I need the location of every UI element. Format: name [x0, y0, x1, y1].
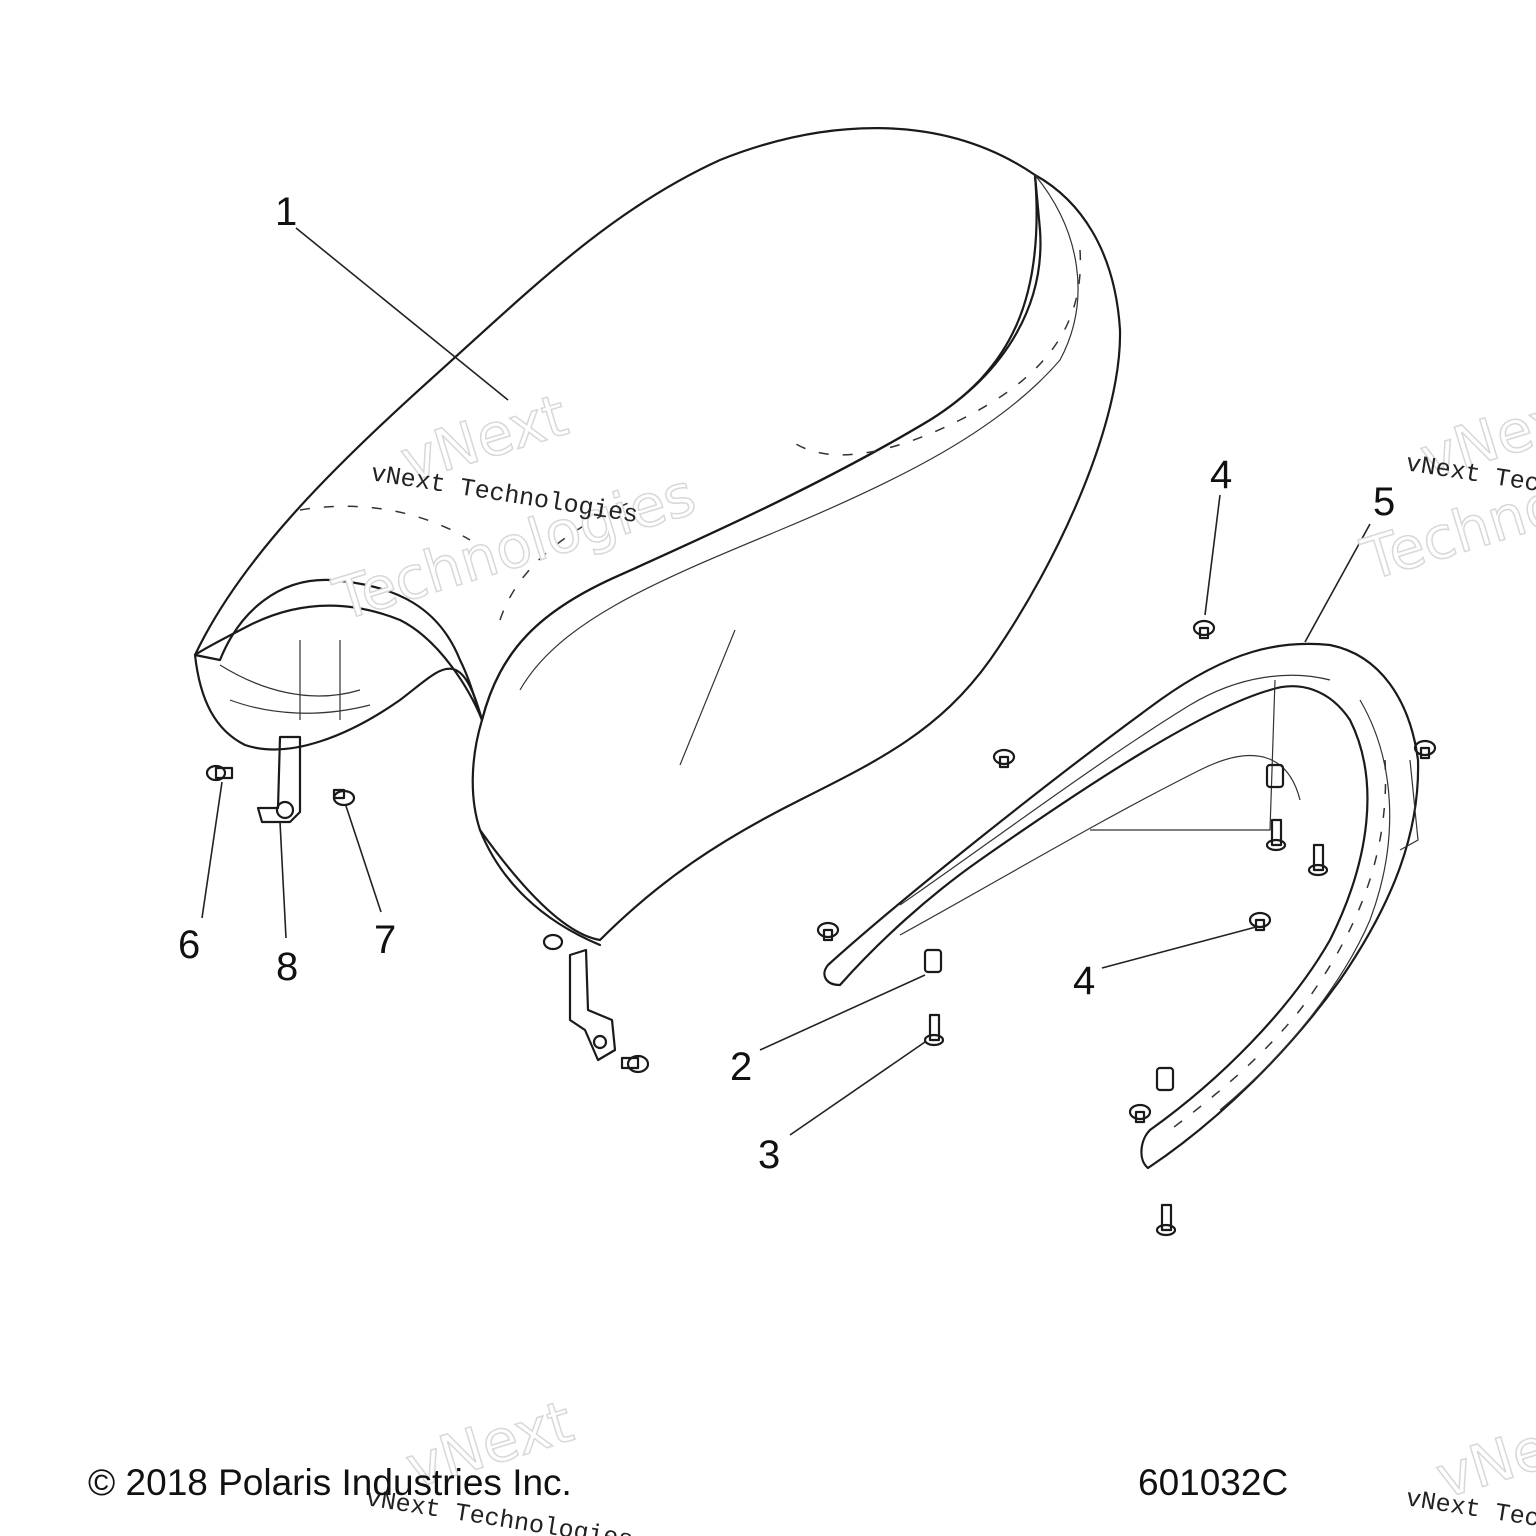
callout-7: 7 [374, 918, 396, 962]
callout-8: 8 [276, 945, 298, 989]
callout-labels: 1 2 3 4 4 5 6 7 8 [178, 190, 1395, 1177]
leader-lines [201, 227, 1371, 1136]
callout-6: 6 [178, 923, 200, 967]
hardware [205, 619, 1437, 1237]
bolts-3 [923, 818, 1329, 1237]
lower-bracket [542, 933, 650, 1074]
callout-5: 5 [1373, 480, 1395, 524]
screw-7 [332, 788, 356, 807]
rivets-4 [816, 619, 1437, 1124]
callout-3: 3 [758, 1133, 780, 1177]
callout-4-top: 4 [1210, 453, 1232, 497]
copyright-text: © 2018 Polaris Industries Inc. [88, 1462, 572, 1503]
seat-part [193, 127, 1122, 947]
callout-4-bottom: 4 [1073, 959, 1095, 1003]
bracket-part [823, 642, 1420, 1170]
nuts-2 [923, 763, 1285, 1092]
callout-2: 2 [730, 1045, 752, 1089]
screw-6 [205, 764, 234, 782]
mount-bracket-8 [256, 735, 302, 824]
drawing-number: 601032C [1138, 1462, 1289, 1503]
callout-1: 1 [275, 190, 297, 234]
